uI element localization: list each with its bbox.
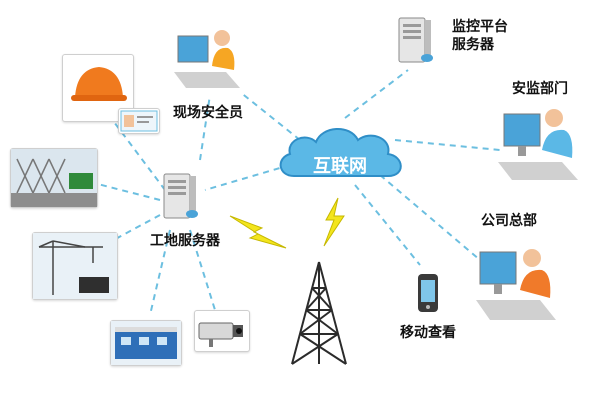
monitor-platform-line2: 服务器	[452, 37, 494, 53]
mobile-view-label: 移动查看	[400, 325, 456, 341]
safety-dept-label: 安监部门	[512, 81, 568, 97]
server-icon	[398, 17, 433, 63]
crane-icon	[33, 233, 117, 299]
person-at-computer-icon	[498, 109, 578, 180]
lightning-bolt-icon	[323, 197, 345, 247]
onsite-safety-label: 现场安全员	[173, 105, 243, 121]
person-at-computer-icon	[174, 30, 240, 88]
cloud-label: 互联网	[313, 156, 367, 177]
monitor-platform-line1: 监控平台	[452, 19, 508, 35]
cloud-icon	[279, 128, 402, 177]
id-card-thumbnail	[118, 108, 160, 134]
site-cabin-thumbnail	[110, 320, 182, 366]
radio-tower-icon	[291, 261, 347, 365]
camera-thumbnail	[194, 310, 250, 352]
site-cabin-icon	[111, 321, 181, 365]
gate-icon	[11, 149, 97, 207]
id-card-icon	[120, 110, 158, 132]
mobile-phone-icon	[418, 274, 438, 312]
lightning-bolt-icon	[229, 215, 287, 249]
person-at-computer-icon	[476, 249, 556, 320]
crane-thumbnail	[32, 232, 118, 300]
gate-thumbnail	[10, 148, 98, 208]
monitor-platform-label: 监控平台 服务器	[452, 18, 508, 54]
camera-icon	[198, 322, 243, 347]
headquarters-label: 公司总部	[481, 213, 537, 229]
hard-hat-icon	[71, 67, 127, 101]
server-icon	[163, 173, 198, 219]
site-server-label: 工地服务器	[150, 233, 220, 249]
